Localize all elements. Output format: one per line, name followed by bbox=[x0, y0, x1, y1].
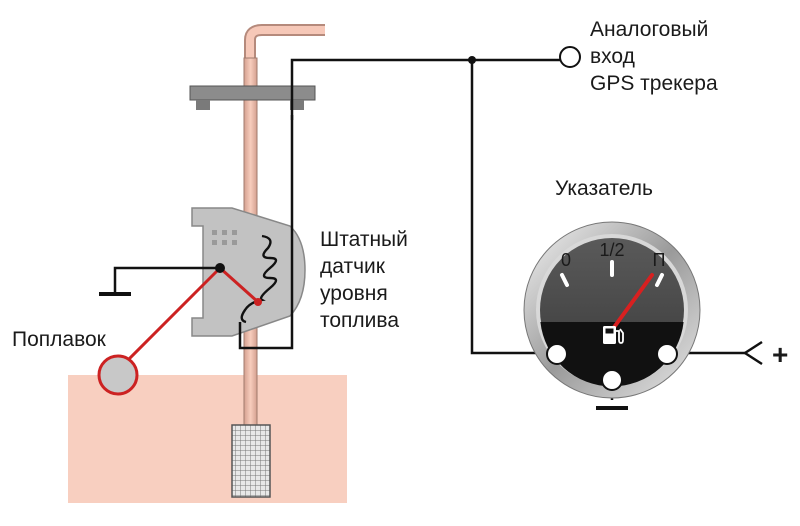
plus-label: + bbox=[772, 339, 788, 370]
sensor-body bbox=[191, 207, 306, 337]
sensor-label-line1: Штатный bbox=[320, 228, 408, 251]
gauge-label-full: П bbox=[653, 250, 666, 270]
fuel-gauge: 0 1/2 П bbox=[523, 221, 701, 399]
gauge-terminal-bottom[interactable] bbox=[601, 369, 623, 391]
sensor-label-line2: датчик bbox=[320, 255, 386, 278]
gps-input-label-line2: вход bbox=[590, 45, 635, 68]
junction-dot bbox=[468, 56, 476, 64]
sensor-label-line3: уровня bbox=[320, 282, 388, 305]
ground-symbol-gauge bbox=[596, 406, 628, 410]
gauge-terminal-right[interactable] bbox=[656, 343, 678, 365]
gps-input-label: Аналоговый вход GPS трекера bbox=[590, 18, 718, 95]
gps-input-terminal[interactable] bbox=[559, 46, 581, 68]
plus-terminal-arrow bbox=[742, 340, 763, 366]
float-arm bbox=[116, 263, 262, 372]
gauge-label-empty: 0 bbox=[561, 250, 571, 270]
gauge-label-half: 1/2 bbox=[599, 240, 624, 260]
gps-input-label-line1: Аналоговый bbox=[590, 18, 708, 41]
mounting-flange bbox=[189, 85, 316, 110]
fuel-filter-mesh bbox=[231, 424, 271, 498]
float bbox=[97, 354, 139, 396]
indicator-label: Указатель bbox=[555, 177, 653, 200]
ground-symbol-sensor bbox=[99, 292, 131, 296]
gps-input-label-line3: GPS трекера bbox=[590, 72, 718, 95]
resistor-coil bbox=[240, 234, 278, 324]
sensor-label: Штатный датчик уровня топлива bbox=[320, 228, 414, 332]
fuel-pump-icon bbox=[603, 326, 624, 344]
float-label: Поплавок bbox=[12, 328, 107, 351]
sensor-label-line4: топлива bbox=[320, 309, 399, 332]
gauge-needle bbox=[610, 273, 654, 332]
gauge-terminal-left[interactable] bbox=[546, 343, 568, 365]
tank-liquid bbox=[68, 375, 347, 503]
